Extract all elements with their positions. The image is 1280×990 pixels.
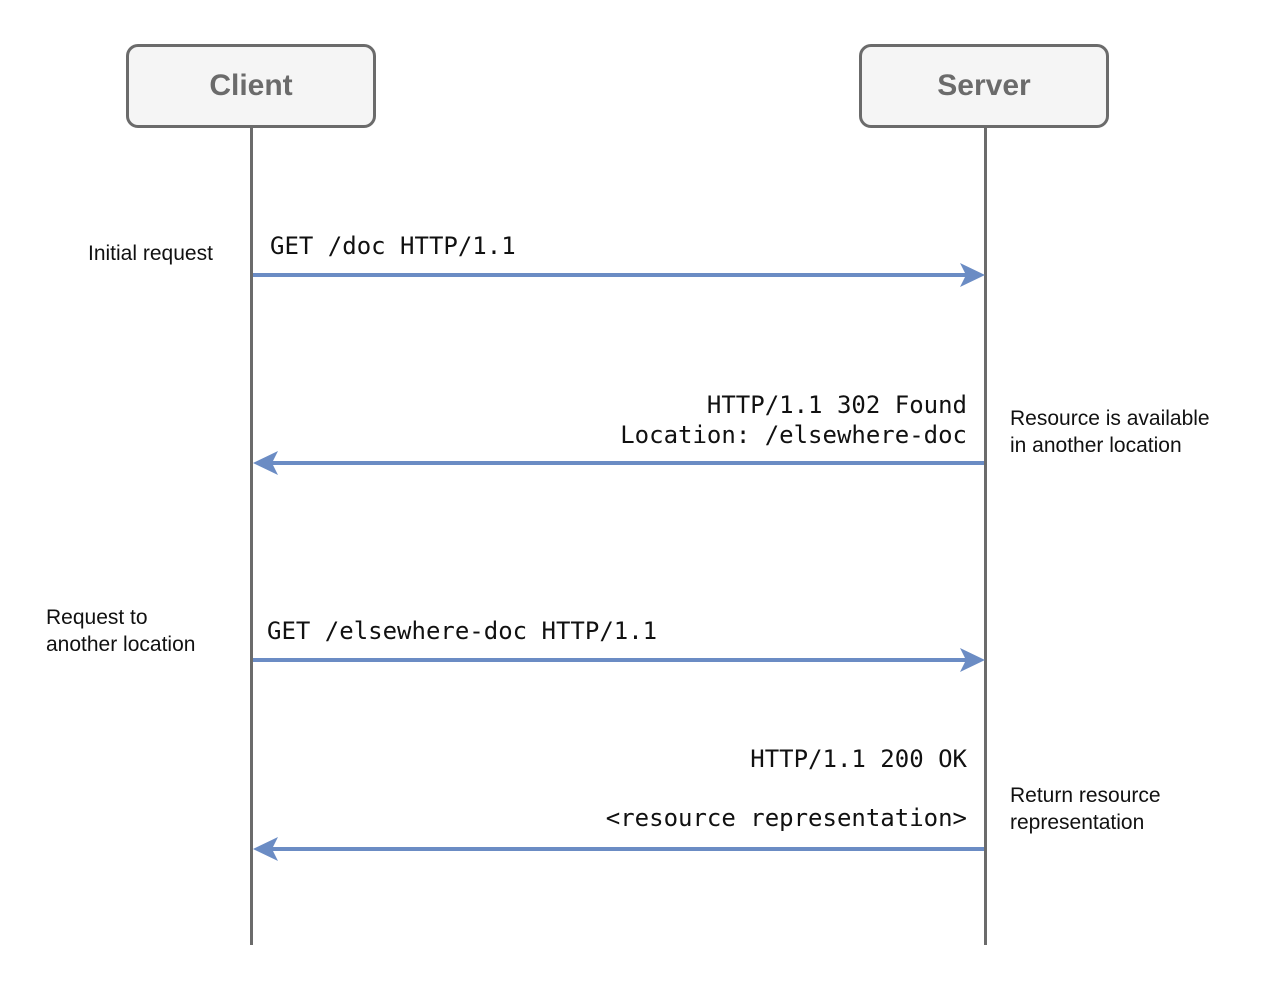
arrow-302-response	[253, 451, 984, 475]
server-actor-box: Server	[859, 44, 1109, 128]
note-request-another-line-2: another location	[46, 633, 196, 656]
client-lifeline	[250, 128, 253, 945]
message-3-label: GET /elsewhere-doc HTTP/1.1	[267, 617, 658, 645]
message-1-label: GET /doc HTTP/1.1	[270, 232, 516, 260]
arrow-initial-request	[253, 263, 985, 287]
client-actor-label: Client	[209, 69, 293, 102]
server-lifeline	[984, 128, 987, 945]
server-actor-label: Server	[937, 69, 1031, 102]
message-4-label-line-1: HTTP/1.1 200 OK	[750, 745, 967, 773]
note-initial-request: Initial request	[88, 242, 213, 265]
note-request-another-line-1: Request to	[46, 606, 148, 629]
arrow-redirected-request	[253, 648, 985, 672]
message-4-label-line-2: <resource representation>	[605, 804, 967, 832]
note-resource-available-line-1: Resource is available	[1010, 407, 1210, 430]
note-return-resource-line-2: representation	[1010, 811, 1145, 834]
message-2-label-line-2: Location: /elsewhere-doc	[620, 421, 967, 449]
note-resource-available-line-2: in another location	[1010, 434, 1182, 457]
arrow-200-response	[253, 837, 984, 861]
client-actor-box: Client	[126, 44, 376, 128]
note-return-resource-line-1: Return resource	[1010, 784, 1161, 807]
message-2-label-line-1: HTTP/1.1 302 Found	[706, 391, 967, 419]
